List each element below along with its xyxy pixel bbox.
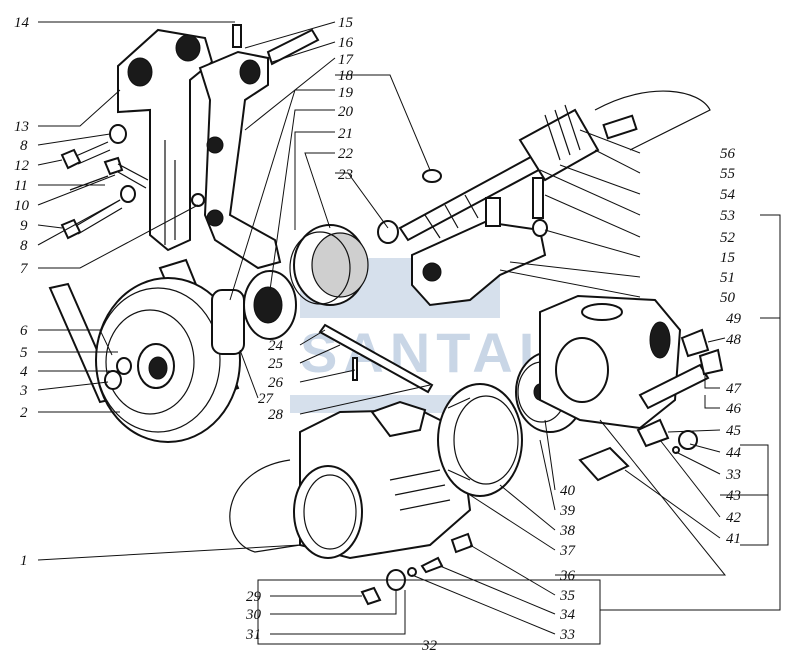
assembly-outline-left	[229, 459, 301, 553]
label-24: 24	[268, 338, 284, 354]
impeller-seal	[289, 220, 399, 306]
label-35: 35	[559, 588, 576, 604]
label-15-top: 15	[338, 15, 354, 31]
valve-body	[411, 177, 548, 307]
label-14: 14	[14, 15, 30, 31]
label-20: 20	[338, 104, 354, 120]
label-15-right: 15	[720, 250, 736, 266]
small-parts-bottom	[318, 323, 474, 606]
label-12: 12	[14, 158, 30, 174]
label-13: 13	[14, 119, 29, 135]
label-8-upper: 8	[20, 138, 28, 154]
label-50: 50	[720, 290, 736, 306]
label-54: 54	[720, 187, 736, 203]
label-32: 32	[421, 638, 438, 654]
label-22: 22	[338, 146, 354, 162]
label-5: 5	[20, 345, 28, 361]
label-31: 31	[245, 627, 261, 643]
label-33-bottom: 33	[559, 627, 575, 643]
label-55: 55	[720, 166, 736, 182]
label-33-right: 33	[725, 467, 741, 483]
label-7: 7	[20, 261, 29, 277]
label-42: 42	[726, 510, 742, 526]
label-37: 37	[559, 543, 577, 559]
label-2: 2	[20, 405, 28, 421]
tension-arm	[198, 24, 320, 270]
watermark-text: SANTAL	[300, 321, 559, 384]
label-41: 41	[726, 531, 741, 547]
pulley	[48, 258, 241, 443]
label-39: 39	[559, 503, 576, 519]
label-52: 52	[720, 230, 736, 246]
label-36: 36	[559, 568, 576, 584]
label-40: 40	[560, 483, 576, 499]
label-34: 34	[559, 607, 576, 623]
rotor-ring	[437, 383, 523, 497]
small-parts-right	[578, 328, 724, 482]
rotor-shaft	[398, 104, 638, 242]
label-19: 19	[338, 85, 354, 101]
label-23: 23	[338, 167, 353, 183]
label-4: 4	[20, 364, 28, 380]
label-47: 47	[726, 381, 743, 397]
label-45: 45	[726, 423, 742, 439]
pump-housing	[293, 400, 472, 560]
label-29: 29	[246, 589, 262, 605]
label-3: 3	[19, 383, 28, 399]
leader-lines	[37, 21, 781, 645]
bearing-assembly	[211, 270, 297, 355]
label-53: 53	[720, 208, 735, 224]
label-6: 6	[20, 323, 28, 339]
end-housing	[539, 294, 682, 430]
label-17: 17	[338, 52, 355, 68]
label-18: 18	[338, 68, 354, 84]
label-10: 10	[14, 198, 30, 214]
label-16: 16	[338, 35, 354, 51]
label-28: 28	[268, 407, 284, 423]
label-25: 25	[268, 356, 284, 372]
mounting-bracket	[117, 28, 214, 252]
label-38: 38	[559, 523, 576, 539]
label-46: 46	[726, 401, 742, 417]
bolts-left	[60, 124, 205, 240]
label-30: 30	[245, 607, 262, 623]
label-56: 56	[720, 146, 736, 162]
label-26: 26	[268, 375, 284, 391]
label-21: 21	[338, 126, 353, 142]
label-48: 48	[726, 332, 742, 348]
label-51: 51	[720, 270, 735, 286]
label-1: 1	[20, 553, 28, 569]
label-44: 44	[726, 445, 742, 461]
label-11: 11	[14, 178, 28, 194]
part-labels: 14 15 16 17 18 19 20 21 22 23 13 8 12 11…	[14, 15, 743, 654]
label-43: 43	[726, 488, 741, 504]
label-49: 49	[726, 311, 742, 327]
label-9: 9	[20, 218, 28, 234]
assembly-outline-right	[594, 90, 711, 151]
label-8-lower: 8	[20, 238, 28, 254]
label-27: 27	[258, 391, 275, 407]
